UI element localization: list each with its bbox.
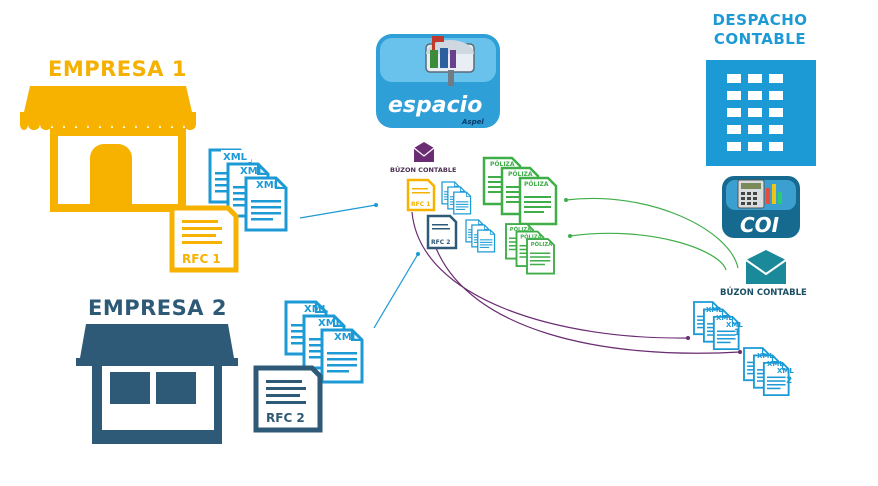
poliza-label: PÓLIZA (508, 171, 533, 178)
calculator-icon (737, 179, 782, 209)
poliza-label: PÓLIZA (524, 181, 549, 188)
despacho-contable-title: DESPACHO CONTABLE (700, 11, 820, 49)
rfc-2-small-label: RFC 2 (431, 239, 450, 246)
building-icon (76, 324, 238, 444)
xml-label: XML (240, 166, 265, 177)
despacho-title-line-2: CONTABLE (713, 30, 807, 48)
xml-documents-empresa-1: XML XML XML (208, 148, 288, 232)
poliza-label: PÓLIZA (520, 233, 542, 240)
xml-label: XML (706, 306, 723, 314)
xml-label: XML (757, 352, 774, 360)
xml-label: XML (767, 360, 784, 368)
buzon-contable-right-label: BÚZON CONTABLE (720, 288, 807, 298)
coi-app-icon: COI (722, 176, 800, 238)
xml-documents-small-rfc2 (465, 219, 496, 253)
xml-label: XML (334, 332, 359, 343)
espacio-brand: Aspel (461, 118, 484, 126)
poliza-label: PÓLIZA (531, 241, 553, 248)
connector-purple-rfc2 (435, 247, 741, 354)
connectors (299, 197, 742, 354)
xml-output-number-1: 1 (734, 328, 740, 338)
rfc-1-document: RFC 1 (169, 205, 239, 273)
xml-documents-small-rfc1 (441, 181, 472, 215)
connector-empresa2 (373, 253, 419, 329)
connector-green-bottom (569, 232, 727, 271)
buzon-contable-small-label: BÚZON CONTABLE (390, 166, 457, 174)
poliza-documents-top: PÓLIZA PÓLIZA PÓLIZA (482, 156, 558, 226)
poliza-documents-bottom: PÓLIZA PÓLIZA PÓLIZA (505, 223, 555, 275)
espacio-app-icon: espacio Aspel (376, 34, 500, 128)
xml-label: XML (304, 304, 329, 315)
xml-label: XML (318, 318, 343, 329)
envelope-icon (413, 142, 435, 162)
rfc-1-small-document: RFC 1 (406, 178, 436, 212)
poliza-label: PÓLIZA (490, 161, 515, 168)
connector-green-top (565, 197, 739, 269)
poliza-label: PÓLIZA (510, 226, 532, 233)
coi-name: COI (740, 213, 780, 237)
rfc-2-label: RFC 2 (266, 411, 305, 425)
espacio-name: espacio (388, 93, 482, 118)
envelope-icon (745, 250, 787, 284)
xml-label: XML (777, 367, 794, 375)
rfc-2-document: RFC 2 (253, 365, 323, 433)
xml-label: XML (223, 152, 248, 163)
building-icon (706, 60, 816, 166)
empresa-1-title: EMPRESA 1 (48, 57, 187, 81)
rfc-1-small-label: RFC 1 (411, 201, 430, 208)
xml-output-number-2: 2 (786, 376, 792, 386)
xml-label: XML (716, 314, 733, 322)
despacho-title-line-1: DESPACHO (712, 11, 808, 29)
xml-documents-output-1: XML XML XML 1 (693, 301, 743, 351)
xml-label: XML (256, 180, 281, 191)
rfc-2-small-document: RFC 2 (426, 214, 458, 250)
connector-purple-rfc1 (411, 211, 689, 339)
xml-documents-output-2: XML XML XML 2 (743, 347, 794, 397)
store-icon (20, 86, 196, 212)
connector-empresa1 (299, 204, 377, 219)
rfc-1-label: RFC 1 (182, 252, 221, 266)
mailbox-icon (425, 36, 475, 86)
empresa-2-title: EMPRESA 2 (88, 296, 227, 320)
xml-label: XML (726, 321, 743, 329)
xml-documents-empresa-2: XML XML XML (284, 300, 364, 384)
